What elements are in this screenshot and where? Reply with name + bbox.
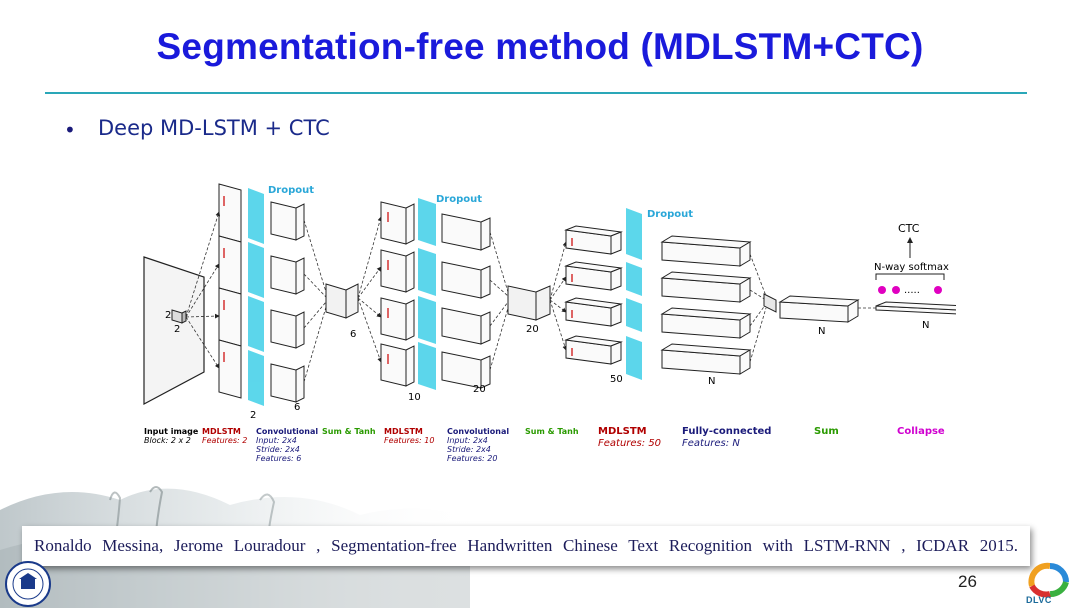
mdlstm-stage-1	[218, 183, 242, 399]
dim-label: 6	[350, 329, 356, 340]
softmax-label: N-way softmax	[874, 262, 949, 273]
legend-input-title: Input image	[144, 427, 199, 436]
dim-label: 20	[526, 324, 539, 335]
dim-label: 50	[610, 374, 623, 385]
legend-conv1-l1: Input: 2x4	[256, 436, 297, 445]
dlvc-logo-icon	[1028, 562, 1069, 598]
title-divider	[45, 92, 1027, 94]
legend-conv1-l2: Stride: 2x4	[256, 445, 300, 454]
citation-box: Ronaldo Messina, Jerome Louradour , Segm…	[22, 526, 1030, 566]
bullet-dot: •	[64, 118, 76, 142]
legend-conv2-l1: Input: 2x4	[447, 436, 488, 445]
dim-label: 6	[294, 402, 300, 413]
legend-conv1-l3: Features: 6	[256, 454, 301, 463]
conv-stage-1	[270, 201, 305, 403]
dim-label: 10	[408, 392, 421, 403]
legend-mdlstm2-title: MDLSTM	[384, 427, 423, 436]
sum-cube-2	[507, 285, 551, 321]
legend-collapse: Collapse	[897, 426, 945, 437]
slide-title: Segmentation-free method (MDLSTM+CTC)	[156, 26, 924, 67]
dim-label: 2	[250, 410, 256, 421]
softmax-dots	[878, 286, 942, 294]
legend-fc-title: Fully-connected	[682, 426, 771, 437]
legend-mdlstm1-title: MDLSTM	[202, 427, 241, 436]
sum-cube-1	[325, 283, 359, 319]
dropout-label: Dropout	[647, 209, 693, 220]
dim-label: 2	[165, 310, 171, 321]
bullet-text: Deep MD-LSTM + CTC	[98, 116, 330, 140]
dropout-layer-3	[626, 208, 642, 380]
legend-sumtanh1: Sum & Tanh	[322, 427, 376, 436]
legend-input-sub: Block: 2 x 2	[144, 436, 191, 445]
dropout-layer-1	[248, 188, 264, 406]
legend-fc-sub: Features: N	[682, 438, 740, 449]
conv-stage-2	[441, 213, 491, 389]
collapse-layer	[875, 301, 956, 315]
logo-text: DLVC	[1026, 595, 1052, 605]
legend-conv2-l3: Features: 20	[447, 454, 497, 463]
dim-label: N	[922, 320, 929, 331]
mdlstm-stage-3	[564, 225, 623, 365]
dim-label: 20	[473, 384, 486, 395]
sum-bar	[763, 293, 860, 323]
legend-conv2-l2: Stride: 2x4	[447, 445, 491, 454]
mdlstm-ctc-architecture-diagram: 2 2 Dropout 2 6 6	[143, 183, 956, 463]
dim-label: N	[708, 376, 715, 387]
university-seal-icon	[5, 561, 51, 607]
legend-mdlstm1-sub: Features: 2	[202, 436, 247, 445]
legend-sum: Sum	[814, 426, 839, 437]
fc-stage	[660, 235, 752, 375]
legend-mdlstm3-sub: Features: 50	[598, 438, 661, 449]
legend-sumtanh2: Sum & Tanh	[525, 427, 579, 436]
dropout-label: Dropout	[268, 185, 314, 196]
legend-mdlstm3-title: MDLSTM	[598, 426, 647, 437]
page-number: 26	[958, 572, 977, 591]
mdlstm-stage-2	[380, 201, 415, 387]
legend-conv2-title: Convolutional	[447, 427, 509, 436]
ctc-label: CTC	[898, 222, 920, 235]
dropout-layer-2	[418, 198, 436, 390]
dim-label: 2	[174, 324, 180, 335]
dropout-label: Dropout	[436, 194, 482, 205]
input-image	[143, 256, 205, 405]
legend-conv1-title: Convolutional	[256, 427, 318, 436]
dim-label: N	[818, 326, 825, 337]
ellipsis: .....	[904, 285, 920, 296]
legend-mdlstm2-sub: Features: 10	[384, 436, 434, 445]
